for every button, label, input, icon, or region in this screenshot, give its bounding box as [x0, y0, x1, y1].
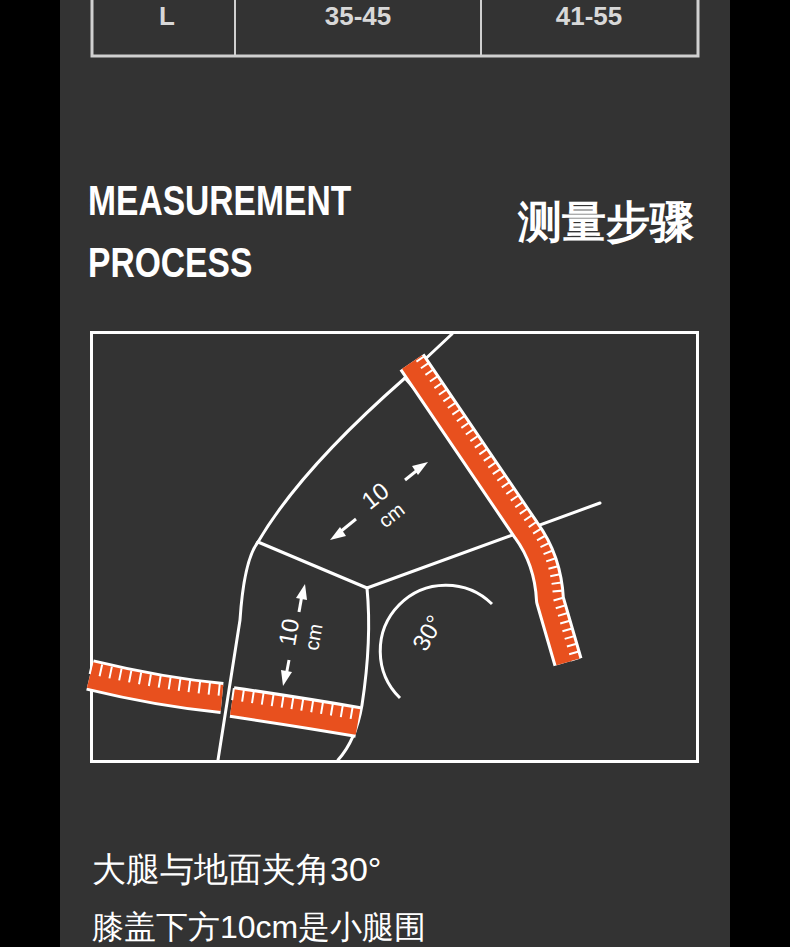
table-cell: 41-55 [556, 2, 623, 31]
caption-line: 膝盖下方10cm是小腿围 [92, 910, 426, 945]
size-table [92, 0, 698, 56]
table-cell: L [159, 2, 175, 31]
leg-outline [218, 334, 600, 760]
caption-line: 大腿与地面夹角30° [92, 851, 381, 888]
angle-arc [380, 585, 492, 698]
table-cell: 35-45 [325, 2, 392, 31]
calf-tape [90, 668, 358, 722]
section-title: MEASUREMENT PROCESS [88, 170, 344, 294]
section-title-cn: 测量步骤 [518, 198, 694, 246]
dark-panel [60, 0, 730, 947]
dimension-arrows [281, 462, 428, 686]
dimension-unit: cm [300, 622, 326, 652]
dimension-value: 10 [274, 617, 305, 648]
